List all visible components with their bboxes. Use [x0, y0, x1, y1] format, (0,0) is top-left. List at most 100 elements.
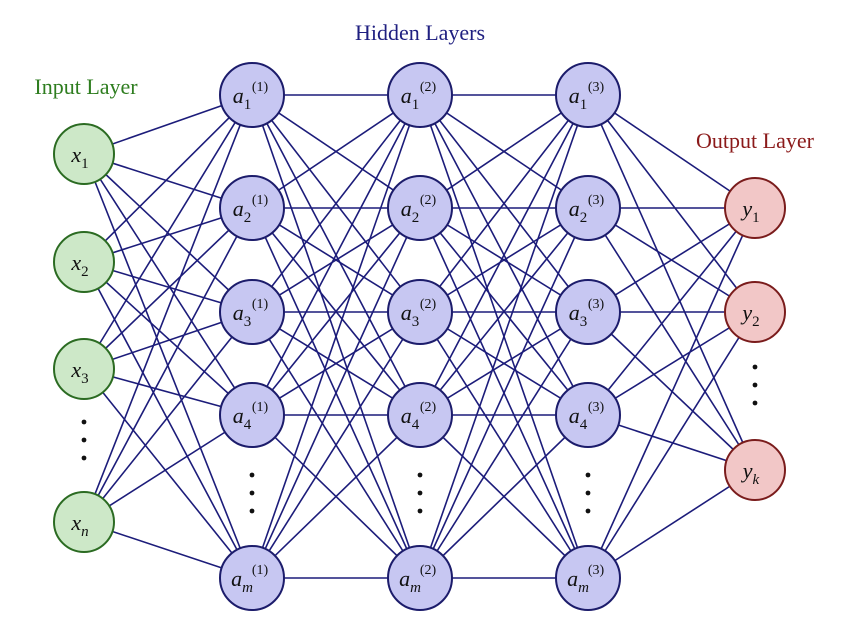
- input-node-3: x3: [53, 338, 115, 400]
- edge-hidden3-6-to-output-2: [587, 311, 756, 579]
- hidden-node-2-3-label: a3: [401, 300, 420, 330]
- hidden-node-2-2: a2(2): [387, 175, 453, 241]
- hidden-node-3-m-superscript: (3): [588, 563, 605, 578]
- hidden-node-3-2-label: a2: [569, 196, 588, 226]
- hidden-node-3-1-superscript: (3): [588, 80, 605, 95]
- input-node-3-label: x3: [70, 357, 88, 387]
- edge-input-5-to-hidden1-4: [83, 414, 253, 523]
- hidden-node-2-m-label: am: [399, 566, 421, 596]
- hidden-node-2-1-label: a1: [401, 83, 420, 113]
- edge-hidden3-1-to-output-2: [587, 94, 756, 313]
- edge-input-2-to-hidden1-6: [83, 261, 253, 579]
- output-node-k-label: yk: [741, 458, 760, 488]
- edge-hidden3-1-to-output-4: [587, 94, 756, 471]
- hidden-node-3-2: a2(3): [555, 175, 621, 241]
- edge-hidden2-6-to-hidden3-1: [419, 94, 589, 579]
- edge-input-3-to-hidden1-1: [83, 94, 253, 370]
- hidden-node-1-1-superscript: (1): [252, 80, 269, 95]
- edge-hidden1-4-to-hidden2-2: [251, 207, 421, 416]
- edge-hidden1-6-to-hidden2-4: [251, 414, 421, 579]
- input-node-1: x1: [53, 123, 115, 185]
- input-layer-title: Input Layer: [34, 74, 138, 99]
- hidden-node-1-m: am(1): [219, 545, 285, 611]
- edge-hidden1-3-to-hidden2-1: [251, 94, 421, 313]
- hidden-node-3-4-superscript: (3): [588, 400, 605, 415]
- edge-hidden2-3-to-hidden3-1: [419, 94, 589, 313]
- hidden-node-3-1-label: a1: [569, 83, 588, 113]
- hidden-node-2-2-superscript: (2): [420, 193, 437, 208]
- edge-hidden1-2-to-hidden2-1: [251, 94, 421, 209]
- edge-hidden3-6-to-output-4: [587, 469, 756, 579]
- output-node-k: yk: [724, 439, 786, 501]
- edge-hidden2-2-to-hidden3-1: [419, 94, 589, 209]
- output-ellipsis: [752, 364, 758, 406]
- hidden-layers-title: Hidden Layers: [355, 20, 485, 45]
- edge-hidden2-6-to-hidden3-2: [419, 207, 589, 579]
- edge-hidden2-4-to-hidden3-2: [419, 207, 589, 416]
- hidden-node-2-m-superscript: (2): [420, 563, 437, 578]
- edge-hidden3-1-to-output-1: [587, 94, 756, 209]
- edge-hidden2-6-to-hidden3-4: [419, 414, 589, 579]
- edge-input-5-to-hidden1-1: [83, 94, 253, 523]
- hidden-node-1-3-superscript: (1): [252, 297, 269, 312]
- input-node-2-label: x2: [70, 250, 88, 280]
- hidden-node-1-3-label: a3: [233, 300, 252, 330]
- hidden-node-1-4-label: a4: [233, 403, 252, 433]
- edge-hidden3-3-to-output-4: [587, 311, 756, 471]
- hidden2-ellipsis: [417, 472, 423, 514]
- edge-input-2-to-hidden1-4: [83, 261, 253, 416]
- edge-input-3-to-hidden1-2: [83, 207, 253, 370]
- output-node-2: y2: [724, 281, 786, 343]
- hidden-node-1-4: a4(1): [219, 382, 285, 448]
- edge-hidden1-6-to-hidden2-1: [251, 94, 421, 579]
- hidden-node-1-2-label: a2: [233, 196, 252, 226]
- hidden-node-2-1-superscript: (2): [420, 80, 437, 95]
- hidden-node-3-4: a4(3): [555, 382, 621, 448]
- edge-hidden1-6-to-hidden2-3: [251, 311, 421, 579]
- hidden-node-3-3-label: a3: [569, 300, 588, 330]
- hidden-node-2-4-superscript: (2): [420, 400, 437, 415]
- input-node-n: xn: [53, 491, 115, 553]
- edge-hidden3-6-to-output-1: [587, 207, 756, 579]
- hidden-node-2-3: a3(2): [387, 279, 453, 345]
- hidden-node-2-1: a1(2): [387, 62, 453, 128]
- hidden-node-3-m: am(3): [555, 545, 621, 611]
- edge-hidden2-4-to-hidden3-1: [419, 94, 589, 416]
- hidden-node-2-m: am(2): [387, 545, 453, 611]
- hidden-node-1-4-superscript: (1): [252, 400, 269, 415]
- hidden1-ellipsis: [249, 472, 255, 514]
- hidden-node-1-2: a2(1): [219, 175, 285, 241]
- hidden-node-2-3-superscript: (2): [420, 297, 437, 312]
- output-layer-title: Output Layer: [696, 128, 815, 153]
- hidden-node-3-4-label: a4: [569, 403, 588, 433]
- hidden-node-1-1: a1(1): [219, 62, 285, 128]
- hidden-node-1-m-superscript: (1): [252, 563, 269, 578]
- input-node-2: x2: [53, 231, 115, 293]
- hidden-node-1-m-label: am: [231, 566, 253, 596]
- input-node-1-label: x1: [70, 142, 88, 172]
- input-ellipsis: [81, 419, 87, 461]
- output-node-1-label: y1: [740, 196, 759, 226]
- edge-hidden3-4-to-output-1: [587, 207, 756, 416]
- edge-input-2-to-hidden1-1: [83, 94, 253, 263]
- edge-hidden1-6-to-hidden2-2: [251, 207, 421, 579]
- hidden-node-2-2-label: a2: [401, 196, 420, 226]
- edge-input-5-to-hidden1-3: [83, 311, 253, 523]
- edge-hidden3-2-to-output-4: [587, 207, 756, 471]
- hidden-node-3-3: a3(3): [555, 279, 621, 345]
- hidden-node-3-1: a1(3): [555, 62, 621, 128]
- hidden-node-1-3: a3(1): [219, 279, 285, 345]
- hidden-node-3-3-superscript: (3): [588, 297, 605, 312]
- hidden-node-2-4-label: a4: [401, 403, 420, 433]
- edge-hidden1-4-to-hidden2-1: [251, 94, 421, 416]
- hidden-node-2-4: a4(2): [387, 382, 453, 448]
- edge-input-5-to-hidden1-2: [83, 207, 253, 523]
- edge-input-3-to-hidden1-6: [83, 368, 253, 579]
- output-node-2-label: y2: [740, 300, 759, 330]
- hidden-node-3-m-label: am: [567, 566, 589, 596]
- network-nodes: x1x2x3xna1(1)a2(1)a3(1)a4(1)am(1)a1(2)a2…: [53, 62, 786, 611]
- output-node-1: y1: [724, 177, 786, 239]
- edge-hidden2-6-to-hidden3-3: [419, 311, 589, 579]
- hidden-node-3-2-superscript: (3): [588, 193, 605, 208]
